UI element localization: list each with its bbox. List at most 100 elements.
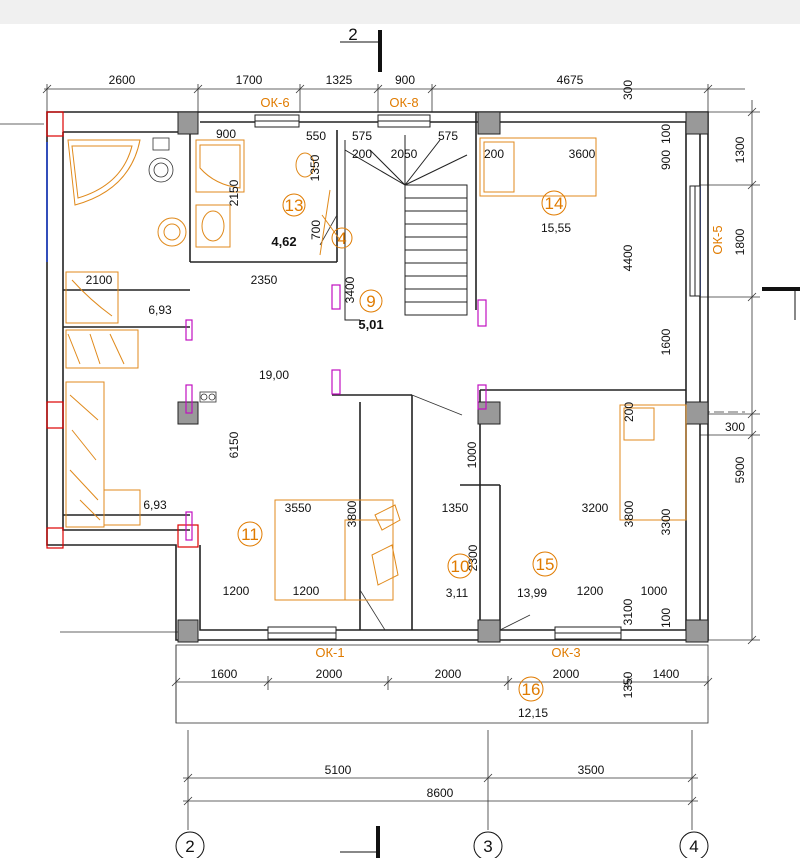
room-area-13: 4,62 xyxy=(271,234,296,249)
room-area-11: 19,00 xyxy=(259,368,289,382)
section-label: 2 xyxy=(348,25,357,44)
room-number-10: 10 xyxy=(451,557,470,576)
dim-int-3: 700 xyxy=(309,220,323,240)
room-number-13: 13 xyxy=(285,196,304,215)
axis-label-4: 4 xyxy=(689,837,698,856)
walls xyxy=(46,111,709,641)
dim-int-22: 1000 xyxy=(641,584,668,598)
dim-int-5: 2350 xyxy=(251,273,278,287)
bottom-dimensions: 1600 2000 2000 2000 1400 5100 3500 8600 xyxy=(211,667,680,800)
dim-right-6: 1350 xyxy=(621,671,635,698)
dim-right-2: 1300 xyxy=(733,136,747,163)
axis-label-3: 3 xyxy=(483,837,492,856)
room-area-hall: 6,93 xyxy=(143,498,167,512)
dim-top-5: 4675 xyxy=(557,73,584,87)
room-area-16: 12,15 xyxy=(518,706,548,720)
dimension-lines xyxy=(0,84,760,830)
dim-right-1: 300 xyxy=(621,80,635,100)
red-markers xyxy=(46,111,199,549)
dim-int-7: 4400 xyxy=(621,244,635,271)
axis-markers: 2 3 4 xyxy=(175,831,709,858)
dim-int-23: 3100 xyxy=(621,598,635,625)
dim-int-13: 3800 xyxy=(345,500,359,527)
room-number-15: 15 xyxy=(536,555,555,574)
dim-inner-2: 550 xyxy=(306,129,326,143)
dim-int-24: 100 xyxy=(659,608,673,628)
dim-int-2: 1350 xyxy=(308,154,322,181)
section-mark-top: 2 xyxy=(340,25,382,72)
magenta-markers xyxy=(185,284,487,541)
dim-int-12: 3550 xyxy=(285,501,312,515)
dim-inner-8: 3600 xyxy=(569,147,596,161)
dim-int-4: 2100 xyxy=(86,273,113,287)
columns xyxy=(177,111,709,643)
axis-label-2: 2 xyxy=(185,837,194,856)
window-label-ok8: ОК-8 xyxy=(389,95,418,110)
dim-axis-2: 3500 xyxy=(578,763,605,777)
room-number-4: 4 xyxy=(337,229,346,248)
top-dimensions: 2600 1700 1325 900 4675 xyxy=(109,73,584,87)
dim-int-25: 900 xyxy=(659,150,673,170)
room-area-wardrobe: 6,93 xyxy=(148,303,172,317)
dim-int-14: 1350 xyxy=(442,501,469,515)
blue-markers xyxy=(46,142,701,296)
room-area-15: 13,99 xyxy=(517,586,547,600)
dim-inner-3: 575 xyxy=(352,129,372,143)
dim-axis-total: 8600 xyxy=(427,786,454,800)
staircase xyxy=(344,135,468,321)
dim-axis-1: 5100 xyxy=(325,763,352,777)
dim-int-26: 100 xyxy=(659,124,673,144)
dim-int-18: 2300 xyxy=(466,544,480,571)
dim-int-1: 2150 xyxy=(227,179,241,206)
room-number-11: 11 xyxy=(241,525,259,544)
room-labels: 13 4,62 4 9 5,01 14 15,55 11 19,00 10 3,… xyxy=(143,190,571,720)
dim-int-11: 1000 xyxy=(465,441,479,468)
window-labels: ОК-6 ОК-8 ОК-5 ОК-1 ОК-3 xyxy=(260,95,725,660)
window-label-ok6: ОК-6 xyxy=(260,95,289,110)
dim-top-4: 900 xyxy=(395,73,415,87)
dim-int-15: 3200 xyxy=(582,501,609,515)
dim-bottom-2: 2000 xyxy=(316,667,343,681)
dim-bottom-4: 2000 xyxy=(553,667,580,681)
right-dimensions: 300 1300 1800 300 5900 1350 xyxy=(621,80,747,699)
room-number-14: 14 xyxy=(545,194,564,213)
dim-bottom-3: 2000 xyxy=(435,667,462,681)
section-mark-right xyxy=(762,287,800,320)
dim-int-21: 1200 xyxy=(577,584,604,598)
dim-top-3: 1325 xyxy=(326,73,353,87)
window-label-ok5: ОК-5 xyxy=(710,225,725,254)
dim-inner-6: 2050 xyxy=(391,147,418,161)
dim-int-16: 3800 xyxy=(622,500,636,527)
windows xyxy=(254,114,701,640)
dim-int-20: 1200 xyxy=(293,584,320,598)
dim-inner-7: 200 xyxy=(484,147,504,161)
room-number-9: 9 xyxy=(366,292,375,311)
dim-int-9: 200 xyxy=(622,402,636,422)
dim-int-8: 1600 xyxy=(659,328,673,355)
dim-int-19: 1200 xyxy=(223,584,250,598)
dim-int-6: 3400 xyxy=(343,276,357,303)
room-area-10: 3,11 xyxy=(446,586,469,600)
dim-int-17: 3300 xyxy=(659,508,673,535)
dim-inner-1: 900 xyxy=(216,127,236,141)
dim-right-5: 5900 xyxy=(733,456,747,483)
terrace-outline xyxy=(175,644,709,724)
dim-top-1: 2600 xyxy=(109,73,136,87)
window-label-ok3: ОК-3 xyxy=(551,645,580,660)
top-toolbar-strip xyxy=(0,0,800,24)
section-mark-bottom xyxy=(340,826,380,858)
room-area-9: 5,01 xyxy=(358,317,383,332)
dim-inner-5: 200 xyxy=(352,147,372,161)
dim-bottom-1: 1600 xyxy=(211,667,238,681)
room-area-14: 15,55 xyxy=(541,221,571,235)
dim-right-4: 300 xyxy=(725,420,745,434)
dim-top-2: 1700 xyxy=(236,73,263,87)
dim-right-3: 1800 xyxy=(733,228,747,255)
window-label-ok1: ОК-1 xyxy=(315,645,344,660)
dim-inner-4: 575 xyxy=(438,129,458,143)
interior-dimensions: 2150 1350 700 2100 2350 3400 4400 1600 2… xyxy=(86,124,673,628)
dim-int-10: 6150 xyxy=(227,431,241,458)
inner-top-dimensions: 900 550 575 575 200 2050 200 3600 xyxy=(216,127,596,161)
room-number-16: 16 xyxy=(522,680,541,699)
